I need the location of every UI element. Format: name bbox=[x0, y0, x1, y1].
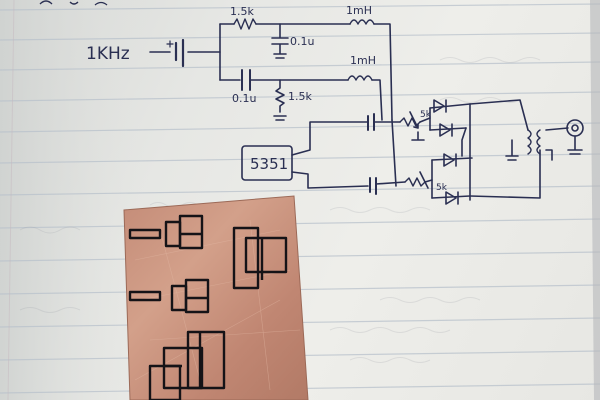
top-resistor-label: 1.5k bbox=[230, 5, 254, 18]
middle-capacitor-label: 0.1u bbox=[232, 92, 256, 105]
top-pot-label: 5k bbox=[420, 110, 432, 120]
chip-label: 5351 bbox=[250, 155, 288, 173]
margin-line bbox=[7, 0, 15, 400]
pcb-marker-traces bbox=[128, 214, 288, 400]
background-edge bbox=[590, 0, 600, 400]
middle-inductor-label: 1mH bbox=[350, 54, 376, 67]
middle-resistor-label: 1.5k bbox=[288, 90, 312, 103]
bleed-through-writing bbox=[19, 57, 541, 363]
hand-drawn-schematic bbox=[149, 18, 584, 205]
source-frequency-label: 1KHz bbox=[86, 44, 130, 64]
top-capacitor-label: 0.1u bbox=[290, 35, 314, 48]
top-inductor-label: 1mH bbox=[346, 4, 372, 17]
top-edge-scribble bbox=[39, 0, 108, 6]
bottom-pot-label: 5k bbox=[436, 183, 448, 193]
copper-pcb bbox=[123, 195, 309, 400]
